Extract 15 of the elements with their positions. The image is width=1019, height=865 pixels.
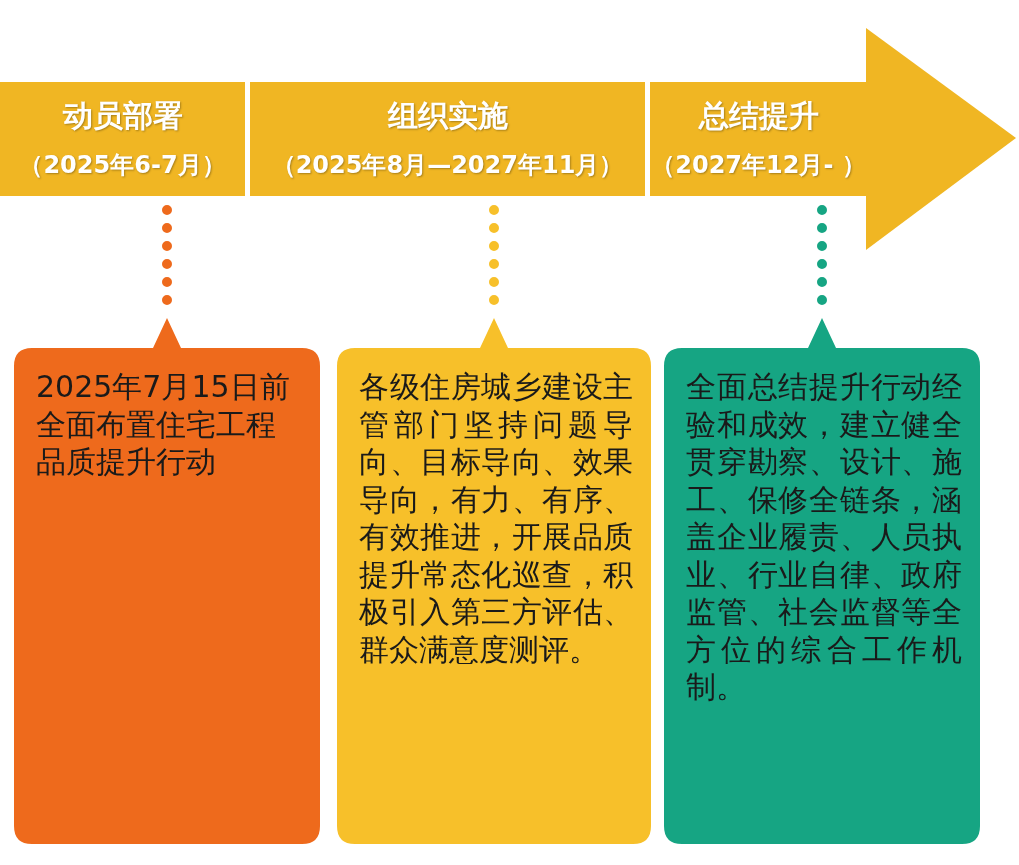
description-text: 2025年7月15日前全面布置住宅工程品质提升行动 (36, 368, 291, 481)
timeline-segment (0, 82, 245, 196)
callout-box (14, 316, 320, 844)
description-text: 全面总结提升行动经验和成效，建立健全贯穿勘察、设计、施工、保修全链条，涵盖企业履责、人员执业、行业自律、政府监管、社会监督等全方位的综合工作机制。 (686, 368, 962, 706)
phase-title: 动员部署 (62, 97, 183, 135)
date-range: （2025年6-7月） (19, 150, 226, 181)
callout-box (337, 316, 651, 844)
phase-title: 组织实施 (387, 97, 508, 135)
phase-title: 总结提升 (698, 97, 819, 135)
date-range: （2027年12月- ） (651, 150, 866, 181)
timeline-segment (250, 82, 645, 196)
date-range: （2025年8月—2027年11月） (271, 150, 624, 181)
timeline-segment (650, 82, 867, 196)
description-text: 各级住房城乡建设主管部门坚持问题导向、目标导向、效果导向，有力、有序、有效推进，开展品质提升常态化巡查，积极引入第三方评估、群众满意度测评。 (359, 368, 633, 668)
callout-box (664, 316, 980, 844)
